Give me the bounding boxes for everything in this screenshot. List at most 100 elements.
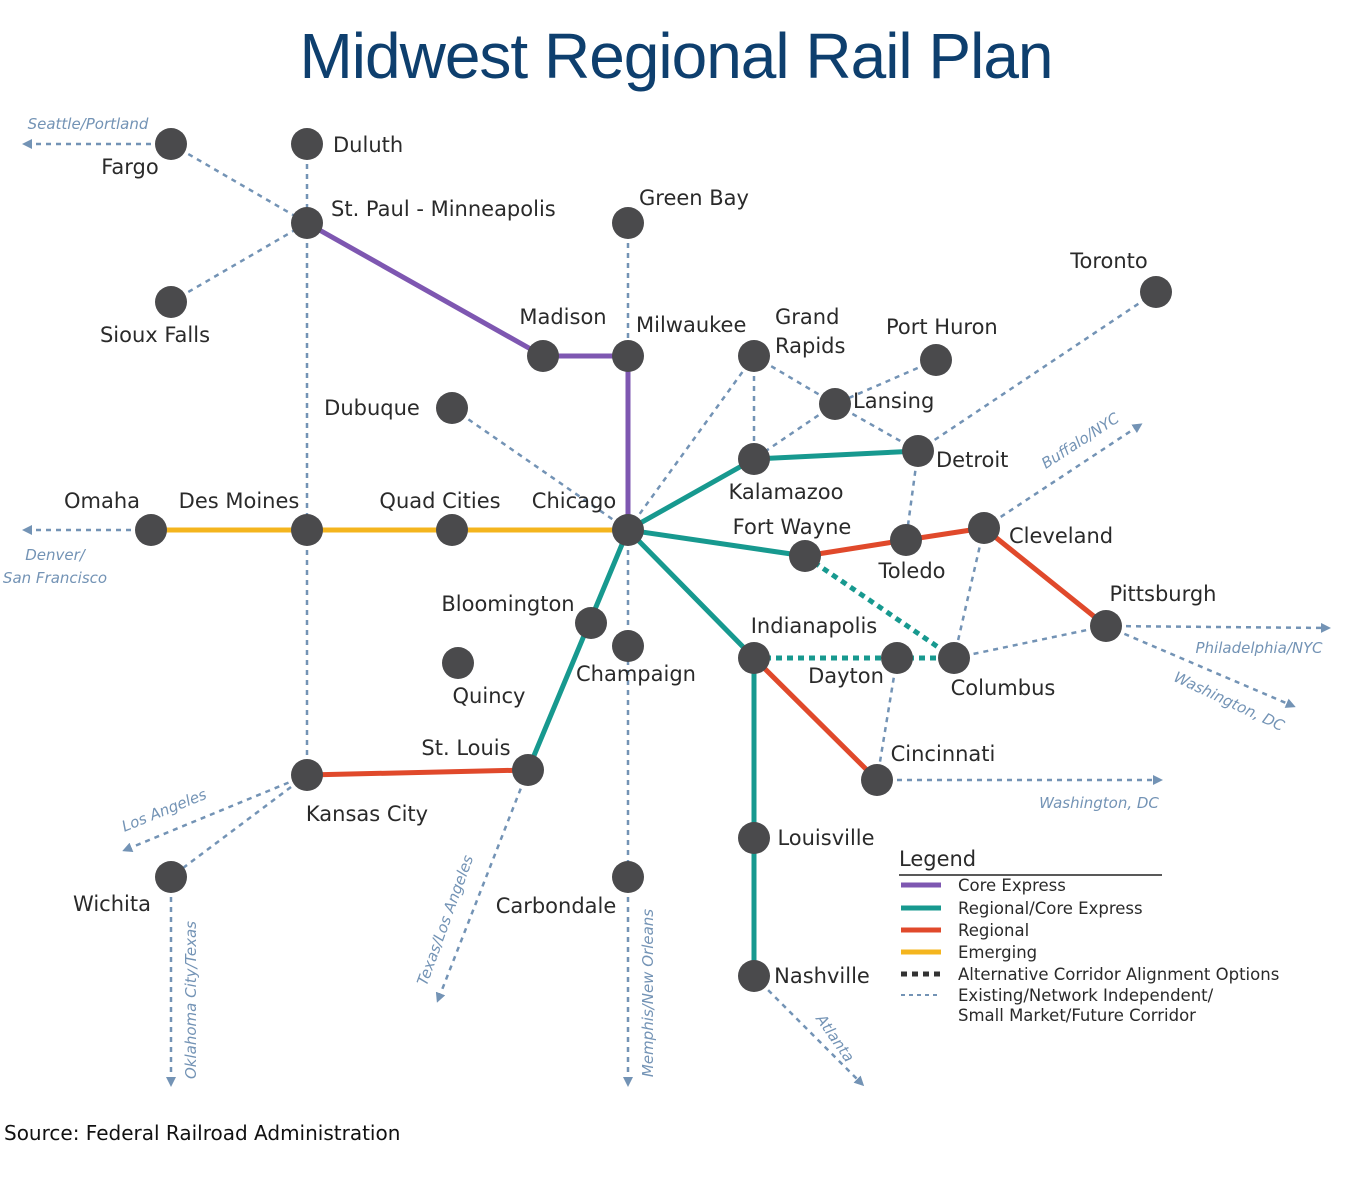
city-node-indianapolis[interactable] (738, 642, 770, 674)
city-label-indianapolis: Indianapolis (751, 614, 878, 638)
extension-label-5: Washington, DC (1039, 794, 1159, 812)
city-node-chicago[interactable] (612, 514, 644, 546)
city-node-louisville[interactable] (738, 822, 770, 854)
extension-label-6: Los Angeles (119, 785, 209, 835)
extension-label-7: Oklahoma City/Texas (182, 921, 200, 1079)
city-label-duluth: Duluth (333, 133, 403, 157)
city-node-cleveland[interactable] (968, 512, 1000, 544)
extension-label-9: Memphis/New Orleans (639, 909, 657, 1077)
map-title: Midwest Regional Rail Plan (299, 20, 1052, 92)
legend-title: Legend (899, 847, 976, 871)
city-node-omaha[interactable] (135, 514, 167, 546)
city-label-milwaukee: Milwaukee (636, 313, 746, 337)
route-existing-porthuron-lansing (834, 358, 937, 406)
city-node-detroit[interactable] (902, 435, 934, 467)
city-node-lansing[interactable] (819, 388, 851, 420)
city-label-fargo: Fargo (101, 155, 158, 179)
city-label-quadcities: Quad Cities (379, 489, 500, 513)
city-node-fargo[interactable] (155, 128, 187, 160)
routes-layer (148, 142, 1157, 979)
extension-label-8: Texas/Los Angeles (413, 853, 477, 988)
city-node-quincy[interactable] (442, 647, 474, 679)
city-label-louisville: Louisville (777, 826, 874, 850)
city-node-porthuron[interactable] (920, 344, 952, 376)
route-existing-kansascity-wichita (170, 774, 308, 878)
city-label-nashville: Nashville (774, 964, 870, 988)
city-node-grandrapids[interactable] (738, 340, 770, 372)
city-node-desmoines[interactable] (291, 514, 323, 546)
city-node-madison[interactable] (527, 340, 559, 372)
city-node-wichita[interactable] (155, 861, 187, 893)
city-label-omaha: Omaha (64, 489, 140, 513)
route-regional-kansascity-stlouis (304, 767, 531, 778)
city-label-chicago: Chicago (532, 489, 616, 513)
city-node-toronto[interactable] (1140, 276, 1172, 308)
extension-label-3: Philadelphia/NYC (1195, 639, 1323, 657)
city-label-siouxfalls: Sioux Falls (100, 323, 210, 347)
route-existing-detroit-toronto (917, 290, 1157, 453)
route-regional-cleveland-pittsburgh (981, 525, 1109, 629)
city-node-duluth[interactable] (291, 128, 323, 160)
city-label-columbus: Columbus (951, 676, 1056, 700)
route-regional-fortwayne-toledo (802, 537, 909, 559)
city-label-bloomington: Bloomington (441, 592, 574, 616)
route-regional-core-express-chicago-stlouis (525, 527, 631, 773)
source-note: Source: Federal Railroad Administration (4, 1121, 400, 1145)
extension-label-0: Seattle/Portland (28, 115, 149, 133)
extension-arrow-4 (1105, 624, 1296, 708)
legend-label-regional: Regional (958, 921, 1029, 940)
city-label-lansing: Lansing (853, 389, 934, 413)
city-node-stpaul[interactable] (291, 207, 323, 239)
city-label-kalamazoo: Kalamazoo (728, 480, 843, 504)
city-label-kansascity: Kansas City (306, 802, 428, 826)
city-node-cincinnati[interactable] (861, 764, 893, 796)
city-label-fortwayne: Fort Wayne (733, 515, 852, 539)
city-label-grandrapids-line2: Rapids (775, 334, 845, 358)
route-regional-core-express-chicago-kalamazoo (625, 456, 757, 533)
city-node-pittsburgh[interactable] (1090, 610, 1122, 642)
city-node-siouxfalls[interactable] (155, 286, 187, 318)
city-label-wichita: Wichita (73, 892, 151, 916)
city-node-dayton[interactable] (881, 642, 913, 674)
city-label-cincinnati: Cincinnati (891, 742, 996, 766)
city-label-greenbay: Green Bay (639, 186, 749, 210)
city-label-grandrapids: Grand (775, 305, 839, 329)
city-node-kalamazoo[interactable] (738, 443, 770, 475)
city-node-greenbay[interactable] (612, 207, 644, 239)
extension-arrow-6 (122, 773, 308, 852)
legend-label-alternative: Alternative Corridor Alignment Options (958, 965, 1279, 984)
city-node-fortwayne[interactable] (789, 540, 821, 572)
city-node-toledo[interactable] (890, 524, 922, 556)
city-label-desmoines: Des Moines (179, 489, 300, 513)
extension-arrow-2 (983, 423, 1143, 530)
city-node-stlouis[interactable] (512, 754, 544, 786)
city-label-porthuron: Port Huron (886, 315, 998, 339)
extension-label-1: Denver/ (25, 546, 87, 564)
route-existing-columbus-pittsburgh (953, 624, 1107, 660)
city-node-columbus[interactable] (938, 642, 970, 674)
city-label-madison: Madison (519, 305, 606, 329)
city-node-dubuque[interactable] (436, 392, 468, 424)
city-node-bloomington[interactable] (575, 607, 607, 639)
city-node-carbondale[interactable] (612, 861, 644, 893)
legend-label-existing-line2: Small Market/Future Corridor (958, 1006, 1196, 1025)
route-regional-core-express-chicago-indianapolis (625, 527, 757, 661)
city-node-kansascity[interactable] (291, 759, 323, 791)
route-regional-core-express-chicago-fortwayne (625, 527, 808, 559)
city-label-dubuque: Dubuque (324, 396, 420, 420)
city-label-champaign: Champaign (576, 662, 696, 686)
city-node-milwaukee[interactable] (612, 340, 644, 372)
city-node-quadcities[interactable] (436, 514, 468, 546)
city-label-dayton: Dayton (808, 664, 884, 688)
route-core-express-stpaul-madison (304, 220, 546, 359)
city-node-champaign[interactable] (612, 630, 644, 662)
extension-arrow-8 (435, 769, 530, 1003)
city-label-toronto: Toronto (1069, 249, 1148, 273)
route-existing-lansing-kalamazoo (753, 402, 836, 461)
legend-label-regional-core-express: Regional/Core Express (958, 899, 1143, 918)
extension-arrow-10 (753, 975, 865, 1087)
city-node-nashville[interactable] (738, 960, 770, 992)
extension-label-1-line2: San Francisco (3, 569, 107, 587)
route-existing-cleveland-columbus (952, 527, 986, 659)
